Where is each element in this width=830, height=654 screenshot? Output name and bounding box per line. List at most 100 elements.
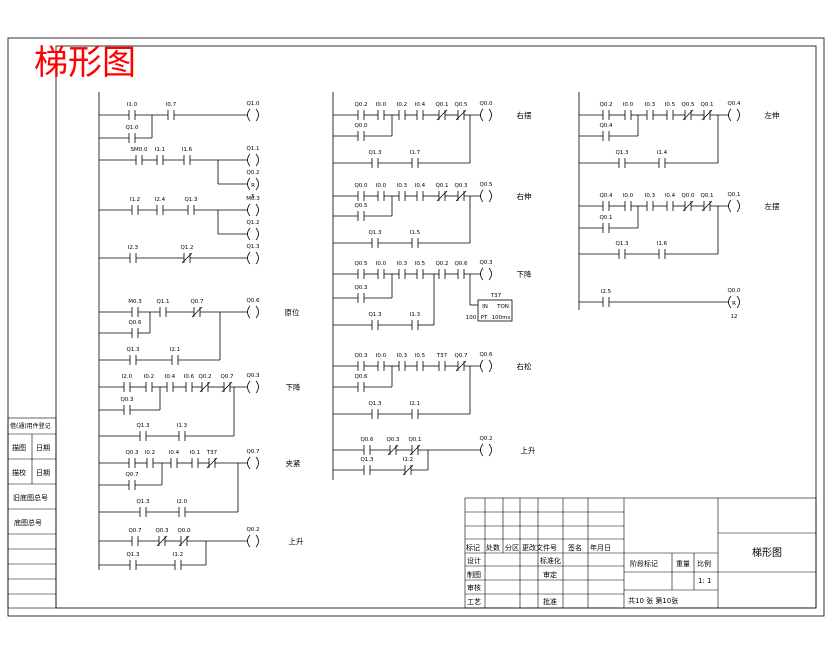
timer-box [477, 299, 513, 322]
contact-label: Q0.7 [454, 353, 468, 359]
side-strip-old-number: 旧底图总号 [13, 493, 48, 502]
coil-arc [247, 108, 251, 122]
contact-label: Q0.1 [435, 102, 448, 108]
normally-closed-slash [199, 381, 211, 393]
side-strip-check: 描校 [12, 468, 26, 477]
coil-arc [736, 295, 740, 309]
coil-arc [255, 227, 259, 241]
coil-label: Q0.4 [727, 101, 741, 107]
contact-label: Q0.2 [599, 102, 612, 108]
contact-label: Q0.3 [125, 450, 139, 456]
contact-label: I0.0 [623, 102, 634, 108]
rung-description: 原位 [285, 307, 300, 317]
contact-label: Q0.3 [386, 437, 400, 443]
tb-review: 审核 [467, 583, 481, 592]
coil-label: Q0.2 [479, 436, 492, 442]
contact-label: Q0.6 [454, 261, 468, 267]
rung-description: 左伸 [765, 110, 780, 120]
contact-label: I1.2 [130, 197, 140, 203]
contact-label: Q0.4 [599, 123, 613, 129]
contact-label: Q0.1 [435, 183, 448, 189]
contact-label: I0.4 [415, 183, 426, 189]
contact-label: I2.0 [177, 499, 188, 505]
contact-label: Q1.3 [615, 241, 629, 247]
contact-label: I0.5 [415, 353, 426, 359]
normally-closed-slash [206, 457, 218, 469]
coil-arc [255, 380, 259, 394]
coil-label: M0.3 [246, 196, 260, 202]
contact-label: I0.4 [169, 450, 180, 456]
rung-description: 下降 [286, 382, 301, 392]
contact-label: I1.0 [127, 102, 138, 108]
side-strip-base-number: 底图总号 [14, 518, 42, 527]
contact-label: Q1.3 [615, 150, 629, 156]
contact-label: I2.1 [410, 401, 420, 407]
contact-label: I1.3 [177, 423, 188, 429]
contact-label: Q0.3 [155, 528, 169, 534]
contact-label: I0.5 [415, 261, 426, 267]
contact-label: Q0.7 [190, 299, 204, 305]
coil-arc [255, 251, 259, 265]
coil-arc [736, 108, 740, 122]
contact-label: Q1.3 [136, 423, 150, 429]
coil-reset-letter: R [732, 301, 736, 307]
contact-label: Q0.1 [700, 102, 713, 108]
rung-description: 夹紧 [286, 458, 301, 468]
normally-closed-slash [701, 200, 713, 212]
tb-weight: 重量 [676, 560, 690, 568]
coil-arc [488, 359, 492, 373]
contact-label: Q1.2 [180, 245, 193, 251]
normally-closed-slash [402, 464, 414, 476]
normally-closed-slash [436, 109, 448, 121]
normally-closed-slash [387, 444, 399, 456]
contact-label: Q0.7 [220, 374, 234, 380]
contact-label: Q1.3 [126, 347, 140, 353]
coil-arc [247, 203, 251, 217]
coil-arc [480, 267, 484, 281]
tb-scale: 比例 [697, 559, 711, 568]
coil-label: Q0.6 [479, 352, 493, 358]
contact-label: I0.0 [376, 353, 387, 359]
coil-arc [728, 108, 732, 122]
contact-label: I0.5 [665, 102, 676, 108]
contact-label: I0.4 [665, 193, 676, 199]
contact-label: Q0.3 [354, 353, 368, 359]
contact-label: Q1.0 [125, 125, 139, 131]
coil-reset-count: 5 [251, 194, 255, 200]
normally-closed-slash [191, 306, 203, 318]
contact-label: I0.2 [397, 102, 407, 108]
coil-label: Q1.2 [246, 220, 259, 226]
tb-header-mark: 标记 [466, 543, 480, 552]
coil-label: Q0.6 [246, 298, 260, 304]
timer-in-pin: IN [482, 304, 488, 310]
title-block: 标记 处数 分区 更改文件号 签名 年月日 设计 标准化 制图 审定 审核 工艺… [464, 497, 817, 609]
tb-header-date: 年月日 [590, 543, 611, 552]
contact-label: I2.1 [170, 347, 180, 353]
coil-arc [255, 203, 259, 217]
contact-label: Q0.0 [681, 193, 695, 199]
normally-closed-slash [682, 200, 694, 212]
coil-arc [255, 305, 259, 319]
side-strip-tracing: 描图 [12, 443, 26, 452]
coil-label: Q0.5 [479, 182, 493, 188]
tb-drawing-name: 梯形图 [752, 546, 782, 559]
normally-closed-slash [156, 535, 168, 547]
rung-description: 右松 [517, 361, 532, 371]
contact-label: Q0.2 [354, 102, 367, 108]
coil-label: Q1.3 [246, 244, 260, 250]
coil-arc [255, 534, 259, 548]
coil-arc [488, 443, 492, 457]
coil-arc [247, 456, 251, 470]
contact-label: I0.3 [397, 353, 408, 359]
contact-label: I1.5 [410, 230, 421, 236]
contact-label: Q0.0 [354, 123, 368, 129]
contact-label: Q0.3 [454, 183, 468, 189]
contact-label: I0.4 [415, 102, 426, 108]
contact-label: Q0.0 [354, 183, 368, 189]
contact-label: Q0.7 [128, 528, 142, 534]
tb-standardization: 标准化 [540, 556, 561, 565]
contact-label: I0.7 [166, 102, 177, 108]
contact-label: I0.3 [397, 261, 408, 267]
coil-label: Q0.2 [246, 170, 259, 176]
contact-label: I0.2 [145, 450, 155, 456]
